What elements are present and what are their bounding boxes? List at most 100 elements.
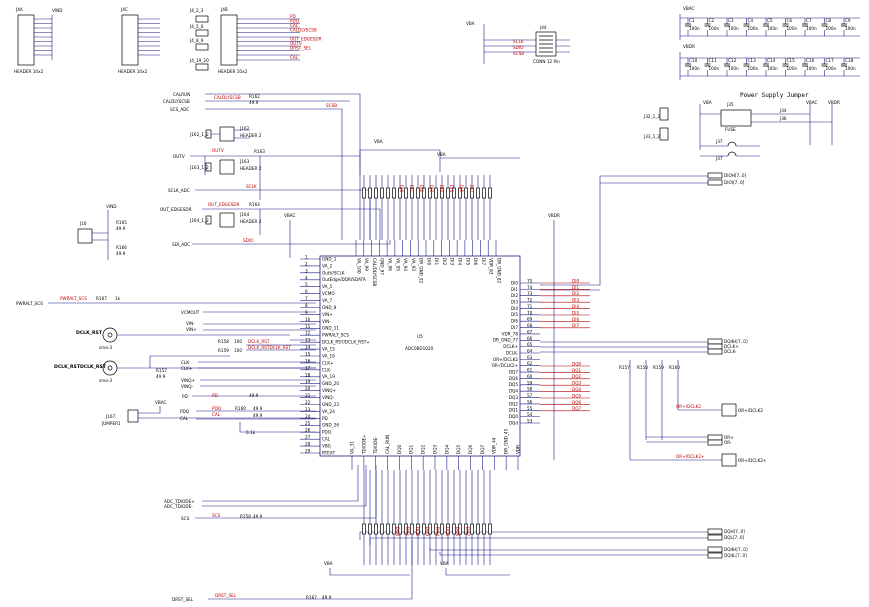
chip-pin-number: 16	[305, 358, 311, 363]
capacitor-value: 100n	[748, 66, 759, 71]
connector-ref: J44	[539, 25, 547, 30]
chip-pin-top: VA_100	[356, 258, 361, 274]
chip-pin-number: 19	[305, 379, 311, 384]
capacitor-value: 100n	[689, 66, 700, 71]
sma-port-2: DCLK_RSTDCLK_RST sma-3 R157 49.9	[54, 355, 316, 383]
small-header-label: J4_5_6	[189, 24, 204, 29]
capacitor-ref: C4	[748, 18, 754, 23]
capacitor-value: 100n	[787, 26, 798, 31]
jumper-ref: J34	[779, 108, 787, 113]
cap-bank-bottom: VBDR C10100nC11100nC12100nC13100nC14100n…	[679, 44, 860, 80]
port-label: SDI_ADC	[172, 242, 190, 247]
chip-pin-number: 26	[305, 428, 311, 433]
chip-pin-top: DR_GND_92	[419, 258, 424, 284]
chip-pin-top: DI2	[442, 258, 447, 265]
chip-pin-right: DQ6	[509, 376, 519, 381]
port-type: sma-3	[99, 345, 112, 350]
header-name: HEADER 2	[240, 166, 262, 171]
chip-pin-left: VINQ+	[322, 388, 337, 393]
chip-pin-number: 70	[527, 310, 533, 315]
net-label: DI5	[572, 310, 579, 315]
chip-pin-right: DQ2	[509, 401, 519, 406]
net-label: DQ2	[415, 527, 420, 537]
chip-pin-number: 53	[527, 419, 533, 424]
chip-pin-left: OutV/SCLK	[322, 270, 345, 275]
capacitor-value: 100n	[767, 26, 778, 31]
net-label: PWRALT_SCS	[60, 296, 87, 301]
chip-pin-number: 8	[305, 303, 308, 308]
chip-pin-number: 23	[305, 407, 311, 412]
port-label: DCLK_RST	[76, 330, 103, 336]
chip-pin-right: DI7	[511, 325, 518, 330]
chip-pin-bottom: VDR_44	[492, 437, 497, 454]
bottom-power: VBA VBA	[324, 561, 510, 576]
chip-pin-right: DQ1	[509, 408, 519, 413]
resistor-value: 0.1k	[246, 430, 256, 435]
capacitor-value: 100n	[728, 26, 739, 31]
small-header-label: J4_8_9	[189, 38, 204, 43]
resistor-value: 49.9	[322, 595, 332, 600]
chip-pin-left: VA_7	[322, 298, 333, 303]
capacitor-ref: C9	[845, 18, 851, 23]
capacitor-value: 100n	[709, 66, 720, 71]
port-label: OUTV	[173, 154, 185, 159]
chip-pin-number: 17	[305, 365, 311, 370]
output-port: DCLK+	[724, 344, 739, 349]
chip-pin-left: GND_20	[322, 381, 339, 386]
chip-pin-number: 1	[305, 255, 308, 260]
resistor-value: 49.9	[116, 251, 126, 256]
port-label: DRST_SEL	[172, 597, 194, 602]
chip-pin-bottom: DQ7	[480, 444, 485, 454]
net-label: DQ5	[572, 393, 582, 398]
net-label: DI6	[459, 185, 464, 192]
chip-pin-number: 65	[527, 342, 533, 347]
output-port: DQH[7..0]	[724, 529, 745, 534]
power-label: VBA	[437, 152, 446, 157]
resistor-ref: R158	[637, 365, 648, 370]
output-port: DQL[7..0]	[724, 535, 744, 540]
resistor-ref: R157	[619, 365, 630, 370]
capacitor-ref: C3	[728, 18, 734, 23]
section-title: Power Supply Jumper	[740, 92, 809, 99]
capacitor-value: 100n	[748, 26, 759, 31]
power-label: VBA	[703, 100, 712, 105]
port-type: sma-3	[99, 378, 112, 383]
chip-pin-left: GND_8	[322, 305, 337, 310]
resistor-ref: R159	[653, 365, 664, 370]
net-label: DQ3	[572, 381, 582, 386]
chip-pin-number: 61	[527, 368, 533, 373]
net-label: DQ1	[405, 527, 410, 537]
net-label: OUTV	[212, 148, 224, 153]
output-port: DQdH[7..0]	[724, 339, 748, 344]
capacitor-ref: C13	[748, 58, 757, 63]
chip-pin-number: 67	[527, 329, 533, 334]
capacitor-ref: C17	[826, 58, 835, 63]
chip-pin-left: GND_11	[322, 326, 339, 331]
mid-header-j164: OUT_EDGESDR OUT_EDGESDR R164 J164 HEADER…	[160, 202, 391, 247]
chip-pin-left: PDQ	[322, 430, 332, 435]
net-label: CALDLYSCSB	[214, 95, 241, 100]
chip-pin-left: VA_2	[322, 263, 333, 268]
chip-pin-top: CAL/DLYSCSB	[372, 258, 377, 286]
capacitor-ref: C14	[767, 58, 776, 63]
chip-pin-left: VIN-	[322, 319, 331, 324]
chip-pin-number: 20	[305, 386, 311, 391]
chip-pin-left: RTEXT	[322, 450, 336, 455]
chip-pin-right: DQ7	[509, 369, 519, 374]
net-label: PD	[290, 14, 296, 19]
header-j4c: J4C HEADER 10x2	[118, 7, 160, 74]
port-label: VCMOUT	[181, 310, 200, 315]
output-port: OR-	[724, 440, 732, 445]
net-label: DRST_SEL	[290, 46, 312, 51]
port-label: SCLK_ADC	[168, 188, 190, 193]
chip-pin-top: VA_93	[411, 258, 416, 271]
chip-ref: U5	[417, 334, 423, 339]
chip-pin-left: CLK+	[322, 360, 334, 365]
chip-pin-number: 13	[305, 338, 311, 343]
component-ref: J167	[105, 414, 116, 419]
net-label: PDQ	[290, 19, 300, 24]
chip-pin-right: DR_GND_77	[493, 338, 519, 343]
net-label: OUT_EDGESDR	[208, 202, 240, 207]
chip-pin-left: VBG	[322, 443, 331, 448]
net-label: SCS	[212, 513, 221, 518]
